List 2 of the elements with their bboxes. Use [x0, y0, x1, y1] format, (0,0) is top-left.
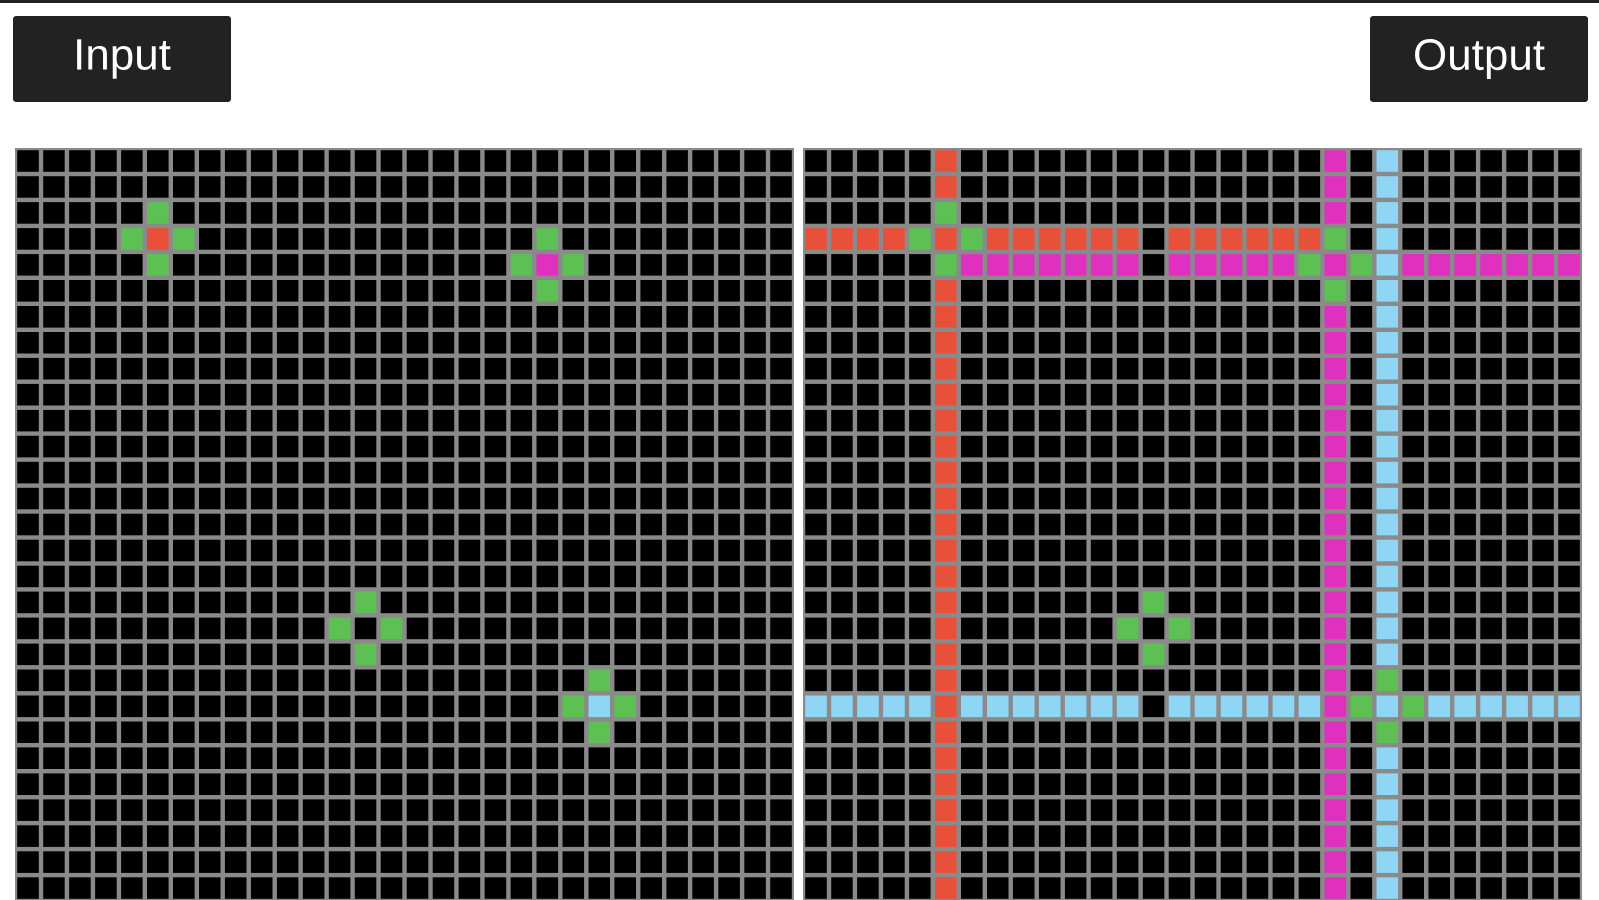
- label-box: Output: [1370, 16, 1588, 102]
- label-box: Input: [13, 16, 231, 102]
